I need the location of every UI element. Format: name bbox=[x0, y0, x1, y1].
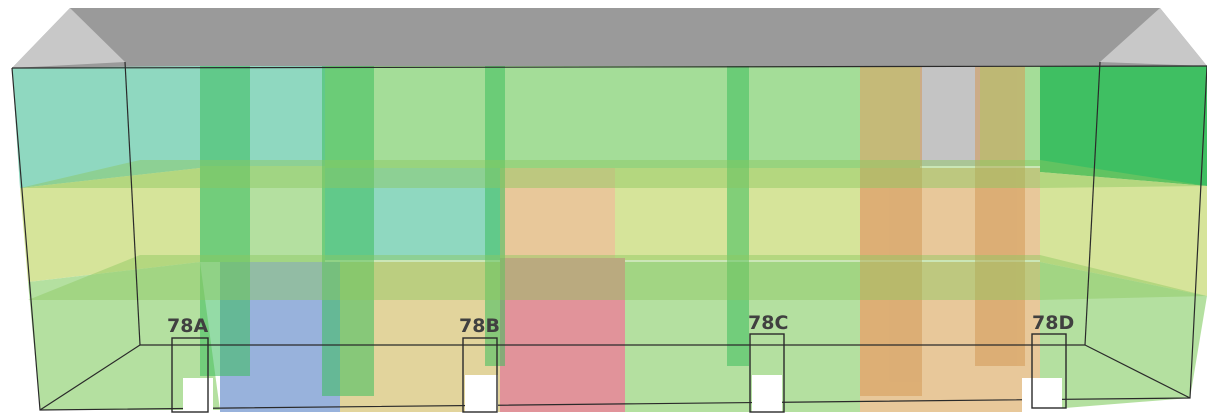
slab-upper bbox=[20, 160, 1207, 188]
zone-mid-left bbox=[20, 168, 200, 282]
label-78a: 78A bbox=[167, 315, 208, 337]
roof-top bbox=[12, 8, 1207, 68]
entrance-78b bbox=[462, 337, 498, 413]
zone-mid-red bbox=[500, 168, 615, 260]
zone-top-left bbox=[12, 66, 200, 188]
label-78c: 78C bbox=[748, 312, 788, 334]
label-78d: 78D bbox=[1032, 312, 1074, 334]
entrance-78d bbox=[1022, 333, 1067, 412]
unit-zones bbox=[12, 66, 1207, 412]
zone-gnd-red bbox=[500, 258, 625, 412]
wall-strips bbox=[200, 66, 1025, 396]
roof-end-right bbox=[1100, 8, 1207, 66]
roof-end-left bbox=[12, 8, 125, 68]
strip bbox=[727, 66, 749, 366]
zone-top-grey bbox=[920, 66, 980, 166]
entrances bbox=[171, 333, 1067, 413]
strip bbox=[322, 66, 374, 396]
roof bbox=[12, 8, 1207, 68]
entrance-labels: 78A 78B 78C 78D bbox=[167, 312, 1074, 337]
strip bbox=[485, 66, 505, 366]
zone-top-right bbox=[1040, 66, 1207, 186]
strip bbox=[860, 66, 922, 396]
zone-gnd-right bbox=[1040, 262, 1207, 410]
label-78b: 78B bbox=[459, 315, 500, 337]
entrance-78a bbox=[171, 337, 213, 413]
strip bbox=[975, 66, 1025, 366]
strip bbox=[200, 66, 250, 376]
entrance-78c bbox=[749, 333, 785, 413]
floor-slabs bbox=[20, 160, 1207, 300]
building-outline bbox=[11, 61, 1207, 411]
slab-lower bbox=[28, 255, 1207, 300]
zone-mid-right bbox=[1040, 172, 1207, 296]
